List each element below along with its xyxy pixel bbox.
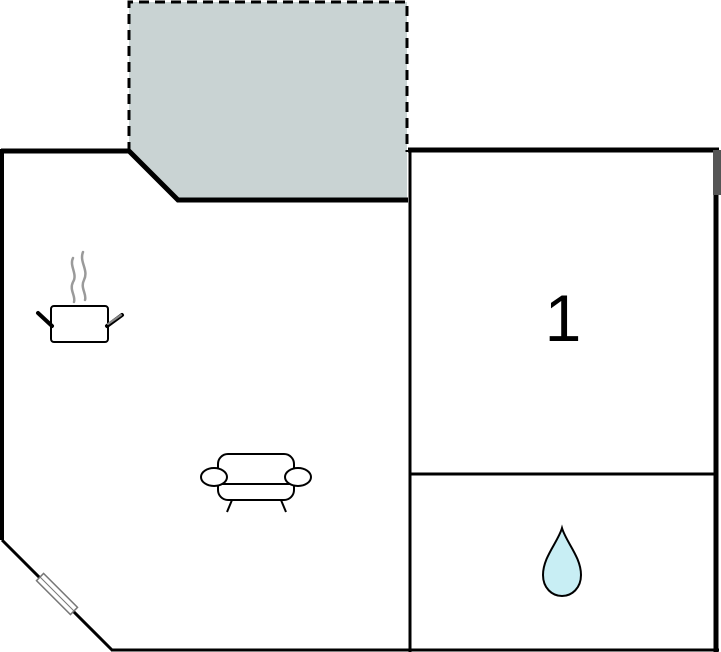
wall-top-left bbox=[1, 148, 408, 203]
walls bbox=[0, 147, 719, 652]
sofa-icon bbox=[200, 453, 312, 513]
bedroom-number-label: 1 bbox=[545, 281, 582, 355]
terrace-area bbox=[129, 2, 407, 201]
room-living-kitchen bbox=[2, 151, 409, 651]
cooking-pot-icon bbox=[36, 250, 124, 343]
terrace-dashed-outline bbox=[127, 0, 409, 152]
wall-right-shade bbox=[713, 150, 721, 195]
window bbox=[35, 572, 79, 616]
water-drop-icon bbox=[541, 524, 583, 598]
